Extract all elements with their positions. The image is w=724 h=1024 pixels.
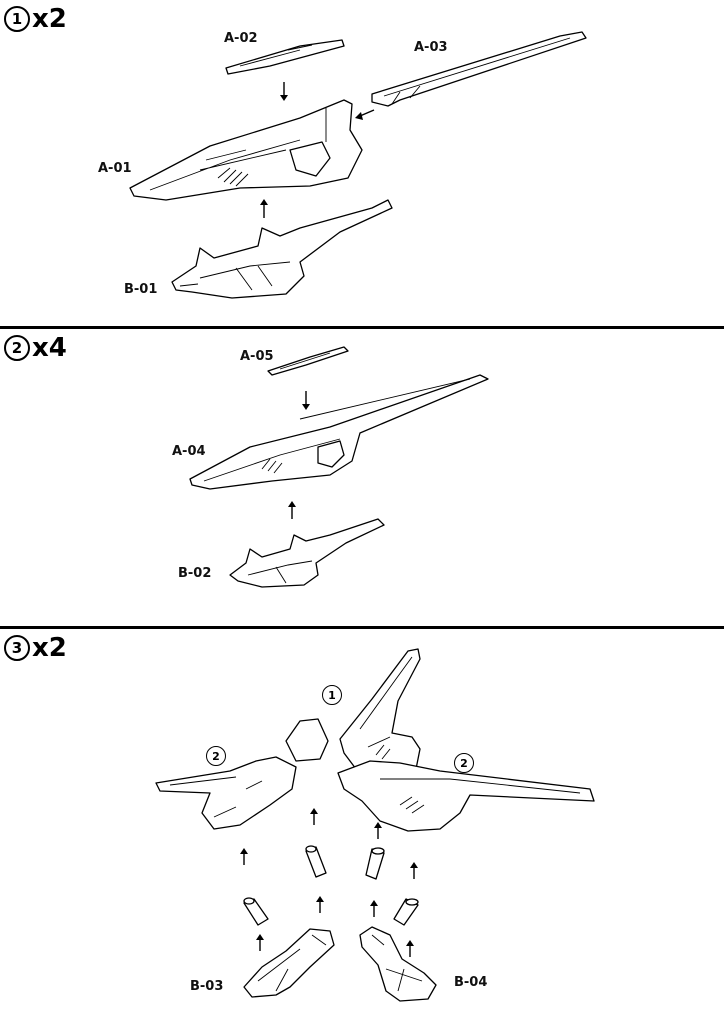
label-a01: A-01 [98, 161, 132, 176]
step-3-title: 3 x2 [4, 633, 67, 663]
step-2-panel: 2 x4 A-05 A-04 B-02 [0, 329, 724, 626]
step-1-number: 1 [4, 6, 30, 32]
label-a03: A-03 [414, 40, 448, 55]
label-b03: B-03 [190, 979, 224, 994]
step-2-illustration [189, 346, 489, 588]
part-b02-shape [229, 518, 385, 588]
label-b04: B-04 [454, 975, 488, 990]
part-a02-shape [225, 39, 345, 75]
part-a01-shape [129, 99, 363, 201]
label-b01: B-01 [124, 282, 158, 297]
arrow-down-a02 [280, 82, 288, 101]
step-divider-1 [0, 326, 724, 329]
step-1-panel: 1 x2 [0, 0, 724, 326]
callout-assembly-2-right: 2 [454, 753, 474, 773]
arrow-down-a05 [302, 391, 310, 410]
part-a05-shape [267, 346, 349, 376]
arrow-up-b02 [288, 501, 296, 519]
assembly-1-shape [285, 648, 421, 780]
step-1-multiplier: x2 [32, 4, 67, 34]
step-3-panel: 3 x2 [0, 629, 724, 1024]
arrow-left-a03 [355, 109, 375, 120]
arrow-up-b01 [260, 199, 268, 218]
callout-assembly-2-left: 2 [206, 746, 226, 766]
label-a04: A-04 [172, 444, 206, 459]
step-2-multiplier: x4 [32, 333, 67, 363]
assembly-2-right-shape [337, 760, 595, 832]
connector-cylinder-1 [305, 845, 327, 878]
label-a05: A-05 [240, 349, 274, 364]
part-b03-shape [243, 928, 335, 998]
step-divider-2 [0, 626, 724, 629]
connector-cylinder-2 [365, 847, 385, 880]
step-3-number: 3 [4, 635, 30, 661]
connector-cylinder-3 [243, 897, 269, 926]
step-2-title: 2 x4 [4, 333, 67, 363]
label-b02: B-02 [178, 566, 212, 581]
step-2-number: 2 [4, 335, 30, 361]
part-b04-shape [359, 926, 437, 1002]
step-1-illustration [129, 31, 587, 299]
step-3-multiplier: x2 [32, 633, 67, 663]
part-a03-shape [371, 31, 587, 107]
step-1-title: 1 x2 [4, 4, 67, 34]
part-b01-shape [171, 199, 393, 299]
step-3-illustration [155, 648, 595, 1002]
assembly-2-left-shape [155, 756, 297, 830]
label-a02: A-02 [224, 31, 258, 46]
connector-cylinder-4 [393, 898, 419, 926]
arrows-step-3 [240, 808, 418, 957]
part-a04-shape [189, 374, 489, 490]
callout-assembly-1: 1 [322, 685, 342, 705]
